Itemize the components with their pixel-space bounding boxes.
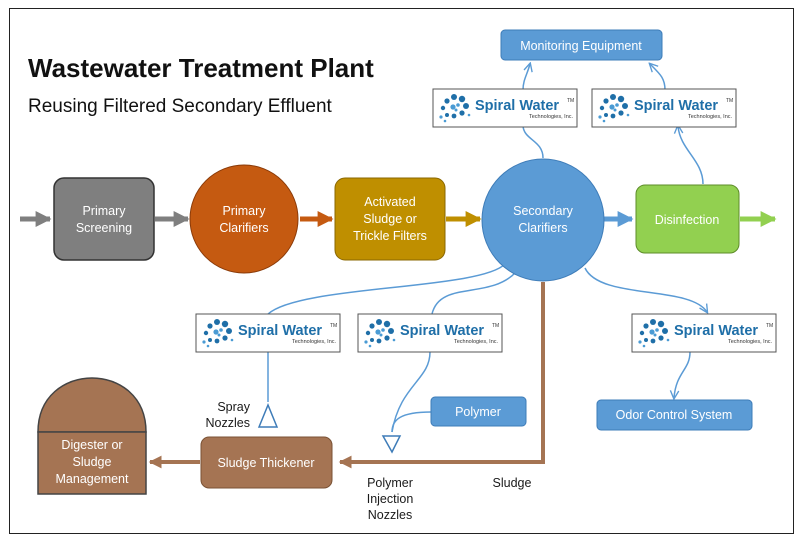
polymer-node: Polymer (430, 396, 527, 427)
svg-text:Screening: Screening (76, 221, 132, 235)
sludge-line (338, 282, 545, 469)
odor-logo-to-odor-line (674, 351, 691, 398)
odor-control-node: Odor Control System (596, 399, 753, 431)
activated-sludge-node: Activated Sludge or Trickle Filters (334, 177, 446, 261)
svg-text:Technologies, Inc.: Technologies, Inc. (292, 339, 336, 345)
spray-nozzles-label: Spray (217, 400, 250, 414)
logo-to-monitoring-right-line (650, 64, 666, 91)
monitoring-equipment-node: Monitoring Equipment (500, 29, 663, 61)
svg-text:Technologies, Inc.: Technologies, Inc. (454, 339, 498, 345)
spiral-water-logo-top-left: Spiral Water TM Technologies, Inc. (432, 88, 578, 128)
spray-nozzles-label-2: Nozzles (206, 416, 250, 430)
svg-text:Disinfection: Disinfection (655, 213, 720, 227)
svg-text:TM: TM (330, 323, 337, 329)
disinfection-node: Disinfection (635, 184, 740, 254)
svg-text:Technologies, Inc.: Technologies, Inc. (688, 114, 732, 120)
svg-text:Spiral Water: Spiral Water (674, 323, 758, 339)
svg-text:Spiral Water: Spiral Water (634, 98, 718, 114)
spiral-water-logo-spray: Spiral Water TM Technologies, Inc. (195, 313, 341, 353)
svg-text:Sludge or: Sludge or (363, 212, 417, 226)
svg-text:Spiral Water: Spiral Water (238, 323, 322, 339)
svg-text:Spiral Water: Spiral Water (400, 323, 484, 339)
svg-text:Monitoring Equipment: Monitoring Equipment (520, 39, 642, 53)
svg-text:Technologies, Inc.: Technologies, Inc. (529, 114, 573, 120)
polymer-injection-label-2: Injection (367, 492, 414, 506)
secondary-to-polymer-logo-line (431, 271, 517, 315)
secondary-to-logo-line (522, 124, 544, 159)
polymer-injection-label: Polymer (367, 476, 413, 490)
svg-text:Odor Control System: Odor Control System (616, 408, 733, 422)
polymer-nozzle-icon (381, 435, 402, 454)
sludge-label: Sludge (493, 476, 532, 490)
spiral-water-logo-polymer: Spiral Water TM Technologies, Inc. (357, 313, 503, 353)
svg-text:Sludge Thickener: Sludge Thickener (217, 456, 314, 470)
svg-text:Sludge: Sludge (73, 455, 112, 469)
svg-text:TM: TM (492, 323, 499, 329)
svg-text:TM: TM (726, 98, 733, 104)
diagram-frame (9, 8, 794, 534)
svg-text:Activated: Activated (364, 195, 415, 209)
sludge-thickener-node: Sludge Thickener (200, 436, 333, 489)
svg-text:Digester or: Digester or (61, 438, 122, 452)
page-subtitle: Reusing Filtered Secondary Effluent (28, 96, 333, 117)
digester-node: Digester or Sludge Management (37, 377, 147, 495)
svg-text:Technologies, Inc.: Technologies, Inc. (728, 339, 772, 345)
svg-text:Secondary: Secondary (513, 204, 574, 218)
svg-text:Trickle Filters: Trickle Filters (353, 229, 427, 243)
polymer-logo-to-nozzle-line (391, 351, 431, 433)
primary-clarifiers-node: Primary Clarifiers (189, 164, 299, 274)
svg-text:Management: Management (56, 472, 129, 486)
svg-text:TM: TM (766, 323, 773, 329)
svg-text:Spiral Water: Spiral Water (475, 98, 559, 114)
spiral-water-logo-top-right: Spiral Water TM Technologies, Inc. (591, 88, 737, 128)
secondary-to-spray-logo-line (267, 263, 506, 315)
svg-text:Clarifiers: Clarifiers (518, 221, 567, 235)
svg-text:TM: TM (567, 98, 574, 104)
polymer-to-nozzle-line (391, 411, 432, 433)
primary-screening-node: Primary Screening (53, 177, 155, 261)
svg-text:Polymer: Polymer (455, 405, 501, 419)
svg-text:Primary: Primary (82, 204, 126, 218)
disinfection-to-logo-line (678, 126, 704, 185)
logo-to-monitoring-line (522, 64, 530, 91)
polymer-injection-label-3: Nozzles (368, 508, 412, 522)
svg-text:Clarifiers: Clarifiers (219, 221, 268, 235)
page-title: Wastewater Treatment Plant (28, 53, 374, 83)
spiral-water-logo-odor: Spiral Water TM Technologies, Inc. (631, 313, 777, 353)
secondary-clarifiers-node: Secondary Clarifiers (481, 158, 605, 282)
svg-text:Primary: Primary (222, 204, 266, 218)
secondary-to-odor-logo-line (584, 267, 707, 312)
spray-nozzle-icon (257, 403, 279, 428)
